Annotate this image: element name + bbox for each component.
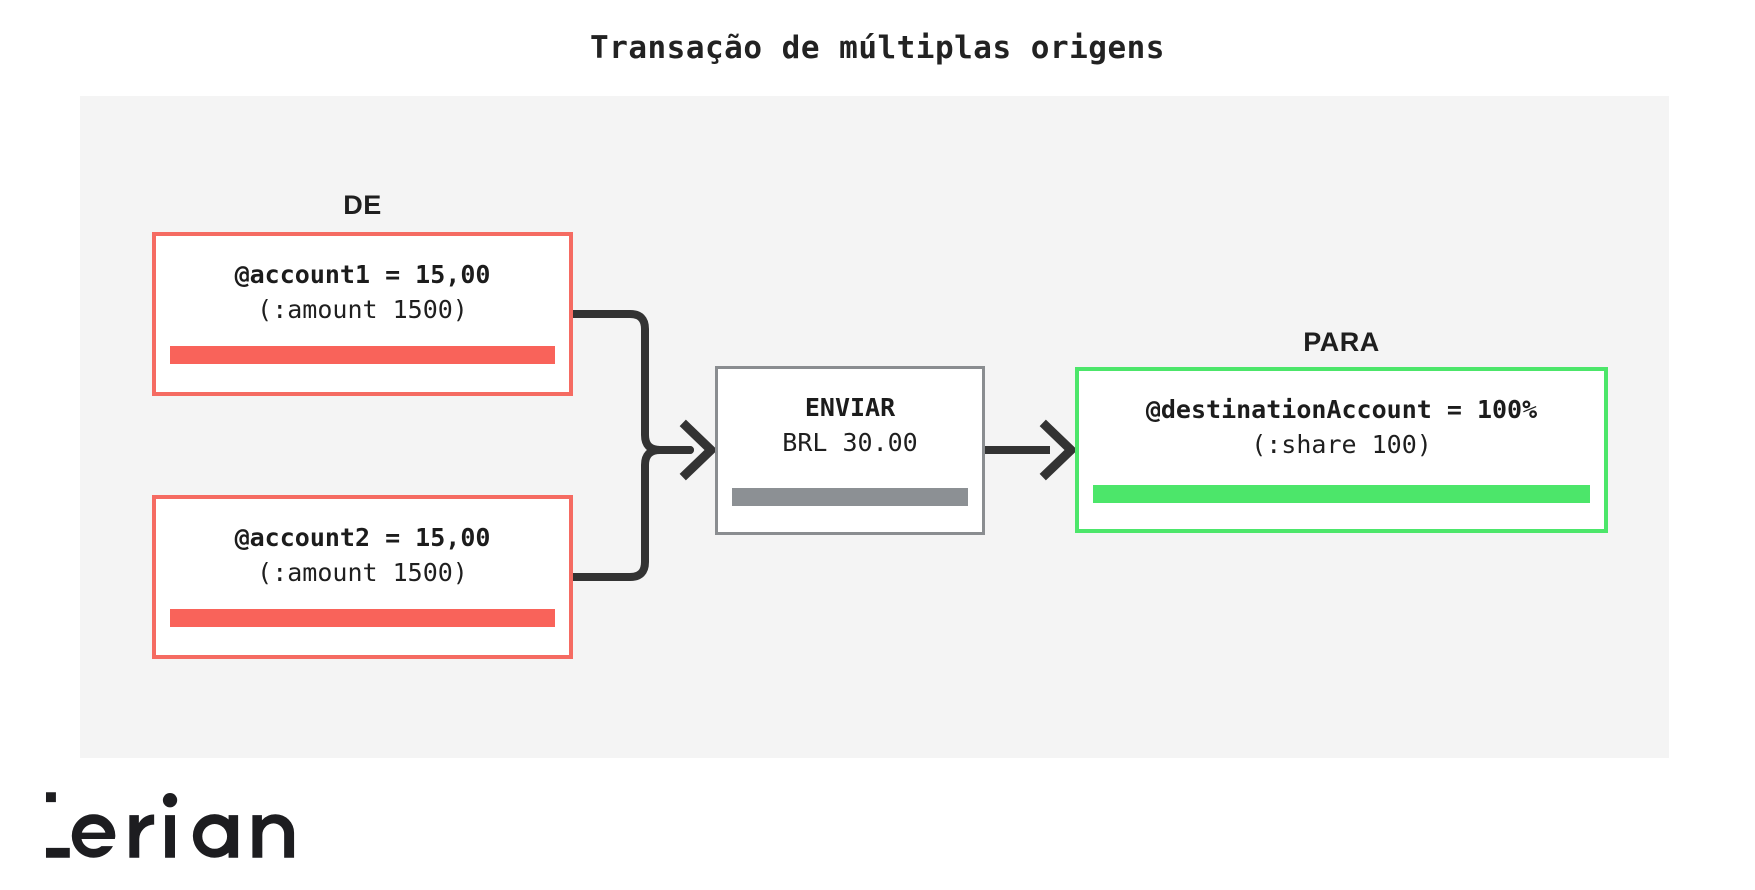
node-title: @destinationAccount = 100% (1145, 395, 1538, 424)
node-send[interactable]: ENVIAR BRL 30.00 (715, 366, 985, 535)
node-subtitle: (:amount 1500) (257, 295, 468, 324)
amount-bar (1093, 485, 1590, 503)
node-title: @account2 = 15,00 (234, 523, 491, 552)
node-source-account1[interactable]: @account1 = 15,00 (:amount 1500) (152, 232, 573, 396)
node-subtitle: (:share 100) (1251, 430, 1432, 459)
amount-bar (170, 346, 555, 364)
node-title: ENVIAR (804, 393, 896, 422)
group-caption-destination: PARA (1303, 327, 1380, 357)
node-title: @account1 = 15,00 (234, 260, 491, 289)
lerian-logo (45, 792, 295, 858)
node-source-account2[interactable]: @account2 = 15,00 (:amount 1500) (152, 495, 573, 659)
node-subtitle: BRL 30.00 (782, 428, 918, 457)
group-caption-source: DE (343, 190, 382, 220)
amount-bar (732, 488, 968, 506)
amount-bar (170, 609, 555, 627)
page-title: Transação de múltiplas origens (590, 30, 1165, 66)
node-destination-account[interactable]: @destinationAccount = 100% (:share 100) (1075, 367, 1608, 533)
node-subtitle: (:amount 1500) (257, 558, 468, 587)
